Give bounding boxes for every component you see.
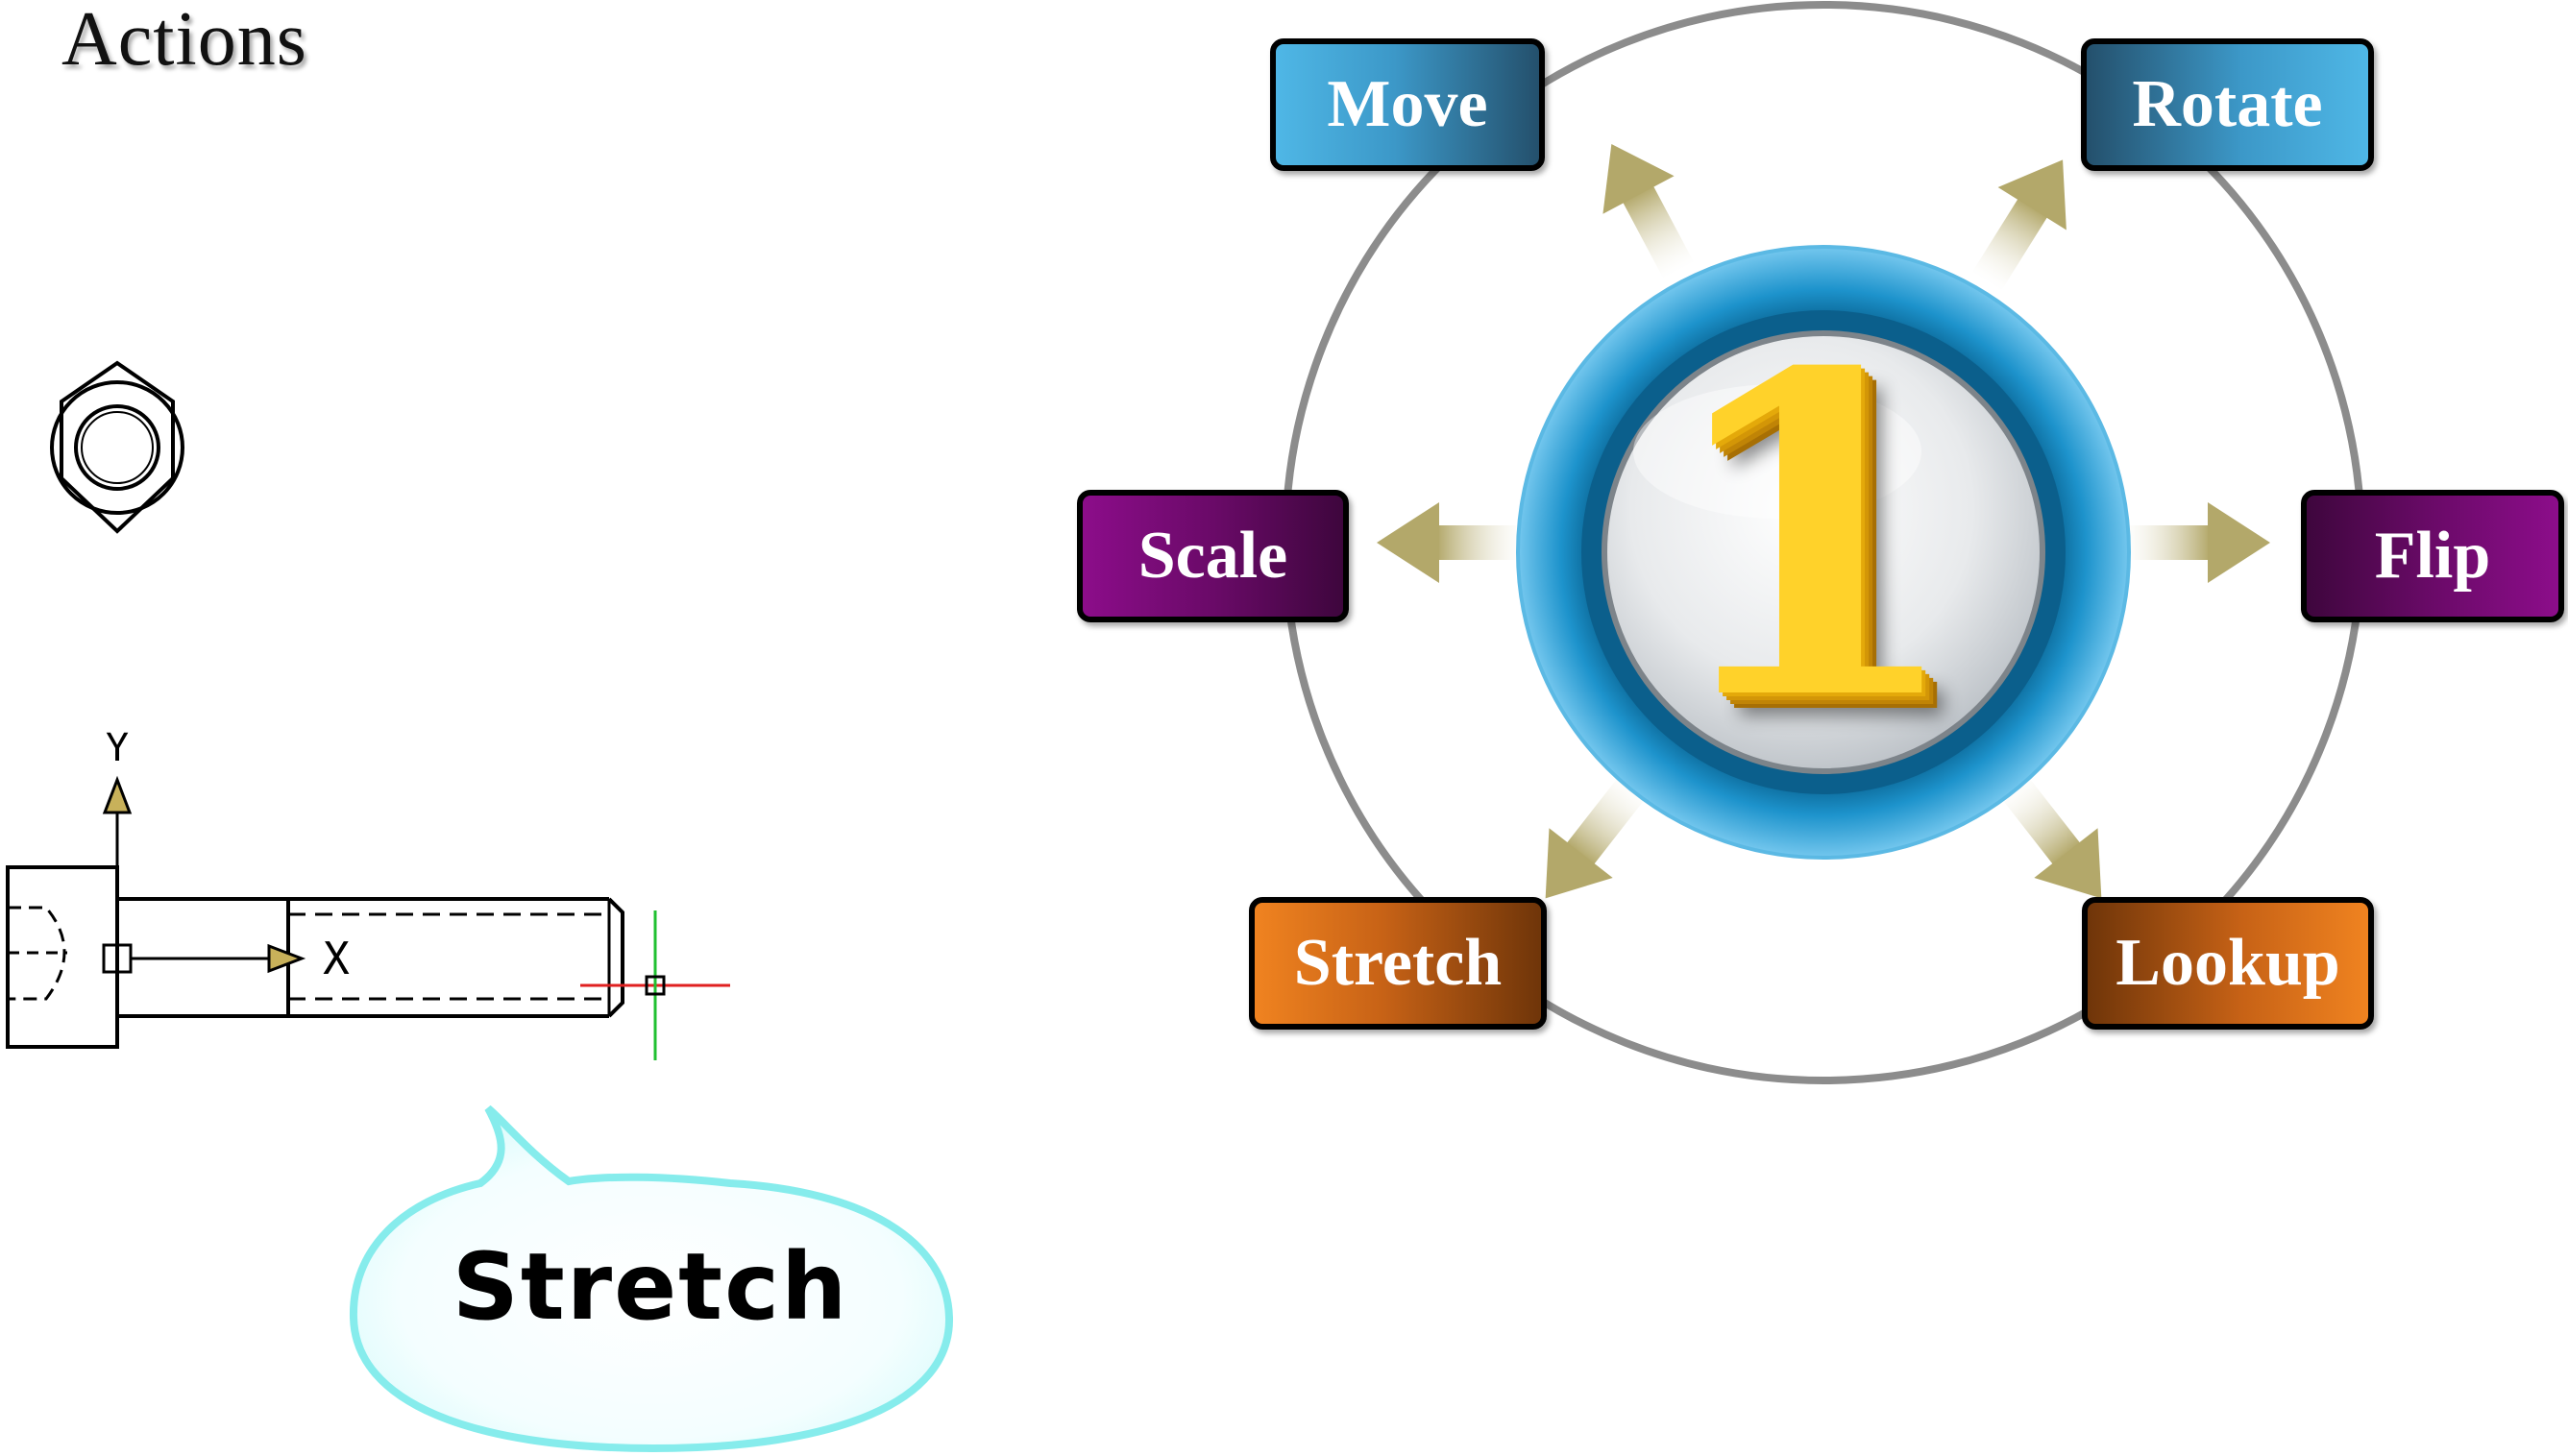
- stretch-button[interactable]: Stretch: [1249, 897, 1547, 1030]
- page-title: Actions: [61, 0, 307, 82]
- arrow-to-lookup: [1998, 774, 2102, 899]
- rotate-button[interactable]: Rotate: [2081, 38, 2374, 171]
- hex-nut-icon: [50, 360, 184, 534]
- action-wheel: [1282, 1, 2365, 1084]
- arrow-to-flip: [2121, 502, 2270, 583]
- x-axis-marker: X: [102, 933, 350, 984]
- speech-bubble: [349, 1104, 954, 1453]
- arrow-to-stretch: [1545, 774, 1649, 899]
- bolt-head: [6, 865, 119, 1049]
- lookup-button[interactable]: Lookup: [2082, 897, 2374, 1030]
- x-axis-label: X: [323, 933, 350, 984]
- flip-button[interactable]: Flip: [2301, 490, 2564, 622]
- crosshair-cursor-icon: [580, 910, 730, 1060]
- cad-drawing: Y X: [6, 360, 730, 1060]
- arrow-to-rotate: [1971, 159, 2067, 292]
- bubble-text: Stretch: [452, 1233, 849, 1341]
- hub-number: 1: [1657, 279, 1967, 797]
- arrow-to-move: [1602, 144, 1695, 279]
- scale-button[interactable]: Scale: [1077, 490, 1349, 622]
- hub: [1516, 245, 2131, 860]
- move-button[interactable]: Move: [1270, 38, 1545, 171]
- arrow-to-scale: [1377, 502, 1526, 583]
- y-axis-label: Y: [106, 726, 129, 770]
